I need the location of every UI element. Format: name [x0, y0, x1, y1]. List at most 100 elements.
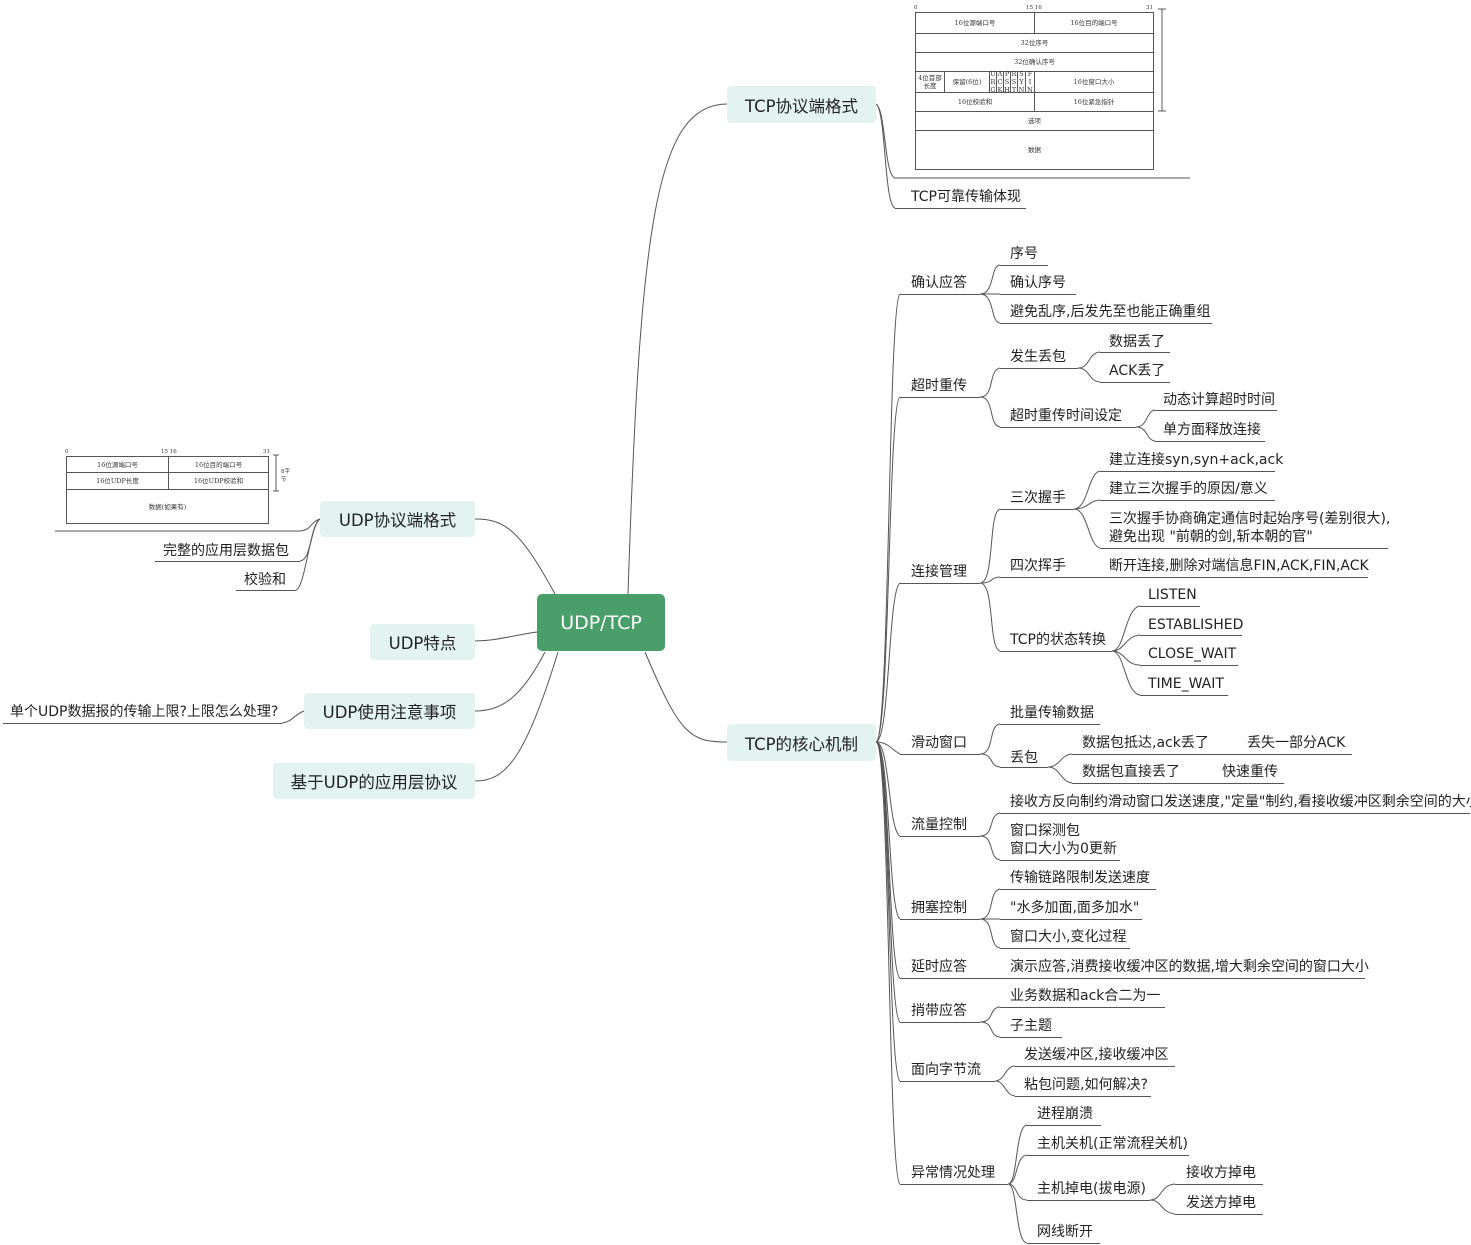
node-sticky[interactable]: 粘包问题,如何解决?	[1024, 1077, 1148, 1093]
node-four[interactable]: 四次挥手	[1010, 558, 1066, 574]
underline	[1175, 1184, 1263, 1185]
underline	[1000, 889, 1156, 890]
node-piggy[interactable]: 捎带应答	[911, 1003, 967, 1019]
node-why[interactable]: 建立三次握手的原因/意义	[1109, 481, 1268, 497]
underline	[1000, 509, 1074, 510]
node-udp-complete[interactable]: 完整的应用层数据包	[163, 543, 289, 559]
node-flow-recv[interactable]: 接收方反向制约滑动窗口发送速度,"定量"制约,看接收缓冲区剩余空间的大小	[1010, 794, 1471, 810]
topic-label: 基于UDP的应用层协议	[290, 773, 458, 792]
tcp-src-port: 16位源端口号	[915, 12, 1035, 34]
node-water[interactable]: "水多加面,面多加水"	[1010, 900, 1140, 916]
node-flow[interactable]: 流量控制	[911, 817, 967, 833]
node-net[interactable]: 网线断开	[1037, 1224, 1093, 1240]
node-retrans[interactable]: 超时重传	[911, 378, 967, 394]
underline	[1000, 651, 1112, 652]
topic-udp-apps[interactable]: 基于UDP的应用层协议	[273, 763, 475, 799]
node-abnormal[interactable]: 异常情况处理	[911, 1165, 995, 1181]
node-send-off[interactable]: 发送方掉电	[1186, 1195, 1256, 1211]
central-topic[interactable]: UDP/TCP	[537, 594, 665, 651]
node-close[interactable]: 断开连接,删除对端信息FIN,ACK,FIN,ACK	[1109, 558, 1369, 574]
node-link[interactable]: 传输链路限制发送速度	[1010, 870, 1150, 886]
topic-udp-notes[interactable]: UDP使用注意事项	[304, 693, 475, 729]
node-sub[interactable]: 子主题	[1010, 1018, 1052, 1034]
node-listen[interactable]: LISTEN	[1148, 587, 1197, 603]
underline	[1000, 1007, 1165, 1008]
underline	[3, 723, 282, 724]
node-arrived[interactable]: 数据包抵达,ack丢了	[1082, 735, 1209, 751]
node-delay-desc[interactable]: 演示应答,消费接收缓冲区的数据,增大剩余空间的窗口大小	[1010, 959, 1369, 975]
underline	[1072, 783, 1284, 784]
node-timeout[interactable]: 超时重传时间设定	[1010, 408, 1122, 424]
tcp-20-bytes-bracket	[1158, 8, 1166, 112]
node-probe[interactable]: 窗口探测包 窗口大小为0更新	[1010, 822, 1117, 858]
topic-tcp-format[interactable]: TCP协议端格式	[727, 86, 876, 123]
node-ack-seq[interactable]: 确认序号	[1010, 275, 1066, 291]
node-congestion[interactable]: 拥塞控制	[911, 900, 967, 916]
node-establish[interactable]: 建立连接syn,syn+ack,ack	[1109, 452, 1284, 468]
underline	[1000, 919, 1142, 920]
topic-tcp-core[interactable]: TCP的核心机制	[727, 724, 876, 761]
node-crash[interactable]: 进程崩溃	[1037, 1106, 1093, 1122]
node-three[interactable]: 三次握手	[1010, 490, 1066, 506]
underline	[1000, 265, 1048, 266]
node-udp-checksum[interactable]: 校验和	[244, 572, 286, 588]
node-shutdown[interactable]: 主机关机(正常流程关机)	[1037, 1136, 1188, 1152]
node-change[interactable]: 窗口大小,变化过程	[1010, 929, 1127, 945]
node-fast[interactable]: 快速重传	[1222, 764, 1278, 780]
underline	[1000, 724, 1100, 725]
node-stream[interactable]: 面向字节流	[911, 1062, 981, 1078]
tcp-checksum: 16位校验和	[915, 92, 1035, 112]
node-ack[interactable]: 确认应答	[911, 275, 967, 291]
node-close-wait[interactable]: CLOSE_WAIT	[1148, 646, 1237, 662]
node-isn-line: 避免出现 "前朝的剑,斩本朝的官"	[1109, 529, 1313, 545]
node-ack-lost[interactable]: ACK丢了	[1109, 363, 1166, 379]
node-established[interactable]: ESTABLISHED	[1148, 617, 1244, 633]
tcp-reserved: 保留(6位)	[944, 71, 990, 93]
underline	[1140, 635, 1242, 636]
underline	[900, 1022, 980, 1023]
node-data-lost[interactable]: 数据丢了	[1109, 334, 1165, 350]
tcp-urgent: 16位紧急指针	[1034, 92, 1154, 112]
underline	[1155, 410, 1277, 411]
node-direct[interactable]: 数据包直接丢了	[1082, 764, 1180, 780]
node-dynamic[interactable]: 动态计算超时时间	[1163, 392, 1275, 408]
udp-bytes-bracket	[273, 454, 279, 492]
node-order[interactable]: 避免乱序,后发先至也能正确重组	[1010, 304, 1211, 320]
node-lose-part[interactable]: 丢失一部分ACK	[1247, 735, 1346, 751]
node-recv-off[interactable]: 接收方掉电	[1186, 1165, 1256, 1181]
udp-length: 16位UDP长度	[66, 472, 169, 490]
underline	[1100, 382, 1170, 383]
node-buffers[interactable]: 发送缓冲区,接收缓冲区	[1024, 1047, 1169, 1063]
bytes-label: 8字节	[281, 469, 290, 483]
udp-data: 数据(如果有)	[66, 489, 269, 524]
topic-label: UDP使用注意事项	[322, 703, 457, 722]
underline	[1000, 577, 1368, 578]
underline	[1000, 767, 1048, 768]
node-udp-limit[interactable]: 单个UDP数据报的传输上限?上限怎么处理?	[10, 704, 279, 720]
node-power[interactable]: 主机掉电(拔电源)	[1037, 1181, 1146, 1197]
node-release[interactable]: 单方面释放连接	[1163, 422, 1261, 438]
node-batch[interactable]: 批量传输数据	[1010, 705, 1094, 721]
tcp-ack-seq: 32位确认序号	[915, 52, 1154, 72]
node-conn[interactable]: 连接管理	[911, 564, 967, 580]
node-merge[interactable]: 业务数据和ack合二为一	[1010, 988, 1161, 1004]
underline	[1015, 1066, 1175, 1067]
bit-label: 15 16	[1026, 5, 1042, 11]
underline	[1027, 1200, 1150, 1201]
node-window[interactable]: 滑动窗口	[911, 735, 967, 751]
topic-udp-format[interactable]: UDP协议端格式	[320, 501, 475, 537]
tcp-seq: 32位序号	[915, 33, 1154, 53]
underline	[1100, 500, 1275, 501]
node-probe-line: 窗口探测包	[1010, 823, 1080, 839]
node-seq[interactable]: 序号	[1010, 246, 1038, 262]
node-time-wait[interactable]: TIME_WAIT	[1148, 676, 1224, 692]
node-loss[interactable]: 发生丢包	[1010, 349, 1066, 365]
node-tcp-reliable[interactable]: TCP可靠传输体现	[911, 189, 1021, 205]
underline	[1155, 441, 1265, 442]
underline	[1072, 754, 1352, 755]
node-delay[interactable]: 延时应答	[911, 959, 967, 975]
topic-udp-features[interactable]: UDP特点	[370, 624, 475, 660]
node-states[interactable]: TCP的状态转换	[1010, 632, 1106, 648]
node-window-loss[interactable]: 丢包	[1010, 750, 1038, 766]
node-isn[interactable]: 三次握手协商确定通信时起始序号(差别很大), 避免出现 "前朝的剑,斩本朝的官"	[1109, 510, 1390, 546]
